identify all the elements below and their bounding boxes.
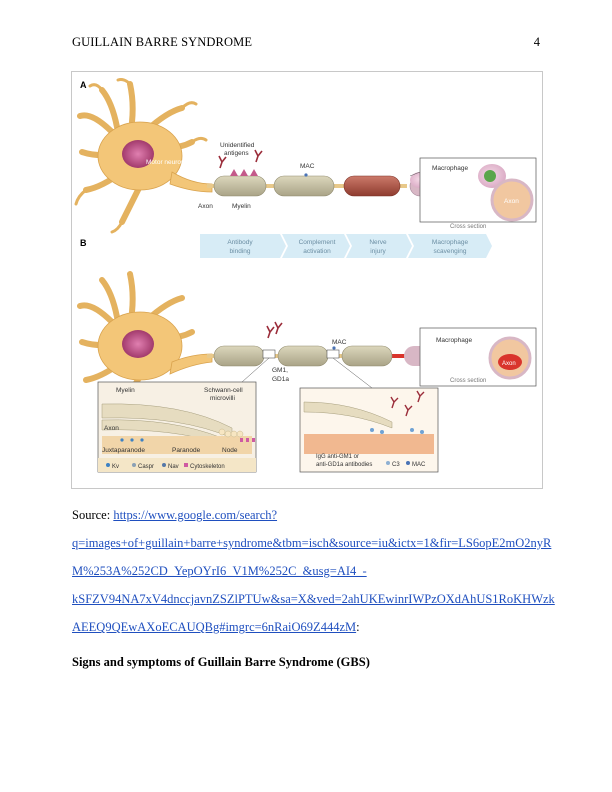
step-complement-activation [282,234,350,258]
svg-text:injury: injury [370,248,386,255]
macrophage-nucleus-a [484,170,496,182]
panel-b-letter: B [80,238,87,248]
step-macrophage-scavenging [408,234,492,258]
source-trailing: : [356,620,360,634]
inset-left: Myelin Schwann-cell microvilli Axon Juxt… [97,381,257,473]
gm1-label: GM1, [272,367,288,374]
steps-band: B Antibody binding Complement activation… [80,234,492,258]
svg-text:binding: binding [230,248,251,255]
panel-a: A Motor neuron Unidentified antigens [74,78,537,234]
legend-kv: Kv [112,464,119,470]
svg-text:Antibody: Antibody [227,239,253,246]
svg-text:Complement: Complement [299,239,336,246]
motor-neuron-label: Motor neuron [146,159,185,166]
myelin-seg-b1 [213,345,265,367]
antigens-a [230,169,258,176]
node-box-b1 [262,349,276,359]
myelin-label-a: Myelin [232,203,251,210]
cross-section-label-a: Cross section [450,224,486,230]
macrophage-label-a: Macrophage [432,165,469,172]
axon-cross-label-b: Axon [502,361,516,367]
inset-schwann-label-2: microvilli [210,395,235,402]
myelin-seg-b2 [277,345,329,367]
mac-label-a: MAC [300,163,315,170]
svg-text:scavenging: scavenging [434,248,467,255]
inset-igg-label-2: anti-GD1a antibodies [316,462,372,468]
source-link-line-2[interactable]: q=images+of+guillain+barre+syndrome&tbm=… [72,536,552,550]
source-link-line-4[interactable]: kSFZV94NA7xV4dnccjavnZSZlPTUw&sa=X&ved=2… [72,592,555,606]
page-header: GUILLAIN BARRE SYNDROME 4 [72,35,540,51]
mac-dot-a [304,173,308,177]
antibody-icons-b [266,321,283,339]
running-head: GUILLAIN BARRE SYNDROME [72,35,253,49]
gbs-pathogenesis-figure: A Motor neuron Unidentified antigens [71,71,543,489]
inset-schwann-label-1: Schwann-cell [204,387,243,394]
cross-section-label-b: Cross section [450,378,486,384]
panel-a-letter: A [80,80,87,90]
inset-igg-label-1: IgG anti-GM1 or [316,454,359,460]
axon-label-a: Axon [198,203,213,210]
unidentified-label: Unidentified [220,142,255,149]
nucleus-b [122,330,154,358]
inset-right: IgG anti-GM1 or anti-GD1a antibodies C3 … [299,387,439,473]
legend-c3: C3 [392,462,400,468]
source-link-line-3[interactable]: M%253A%252CD_YepOYrI6_V1M%252C_&usg=AI4_… [72,564,367,578]
myelin-seg-a3-damaged [343,175,401,197]
svg-text:Nerve: Nerve [369,239,387,246]
svg-text:Macrophage: Macrophage [432,239,469,246]
source-link-line-1[interactable]: https://www.google.com/search? [113,508,278,522]
legend-caspr: Caspr [138,464,154,470]
axon-cross-red [498,354,522,370]
antibody-icons-a [218,149,263,169]
myelin-seg-b3 [341,345,393,367]
panel-b: MAC GM1, GD1a Macrophage Axon Cross sect… [77,271,537,473]
legend-nav: Nav [168,464,179,470]
inset-paranode-label: Paranode [172,447,201,454]
mac-label-b: MAC [332,339,347,346]
node-box-b2 [326,349,340,359]
svg-text:activation: activation [303,248,331,255]
macrophage-label-b: Macrophage [436,337,473,344]
inset-juxtaparanode-label: Juxtaparanode [102,447,145,454]
source-link-line-5[interactable]: AEEQ9QEwAXoECAUQBg#imgrc=6nRaiO69Z444zM [72,620,357,634]
axon-cross-label-a: Axon [504,198,519,205]
step-antibody-binding [200,234,286,258]
antigens-label: antigens [224,150,249,157]
nucleus-a [122,140,154,168]
legend-cytoskeleton: Cytoskeleton [190,464,225,470]
section-heading: Signs and symptoms of Guillain Barre Syn… [72,655,370,669]
axon-cross-a [490,178,534,222]
legend-mac: MAC [412,462,426,468]
inset-axon-label: Axon [104,425,119,432]
inset-node-label: Node [222,447,238,454]
step-nerve-injury [346,234,412,258]
page-number: 4 [533,35,540,49]
myelin-seg-a1 [213,175,267,197]
myelin-seg-a2 [273,175,335,197]
inset-myelin-label: Myelin [116,387,135,394]
source-label: Source: [72,508,114,522]
gd1a-label: GD1a [272,376,289,383]
